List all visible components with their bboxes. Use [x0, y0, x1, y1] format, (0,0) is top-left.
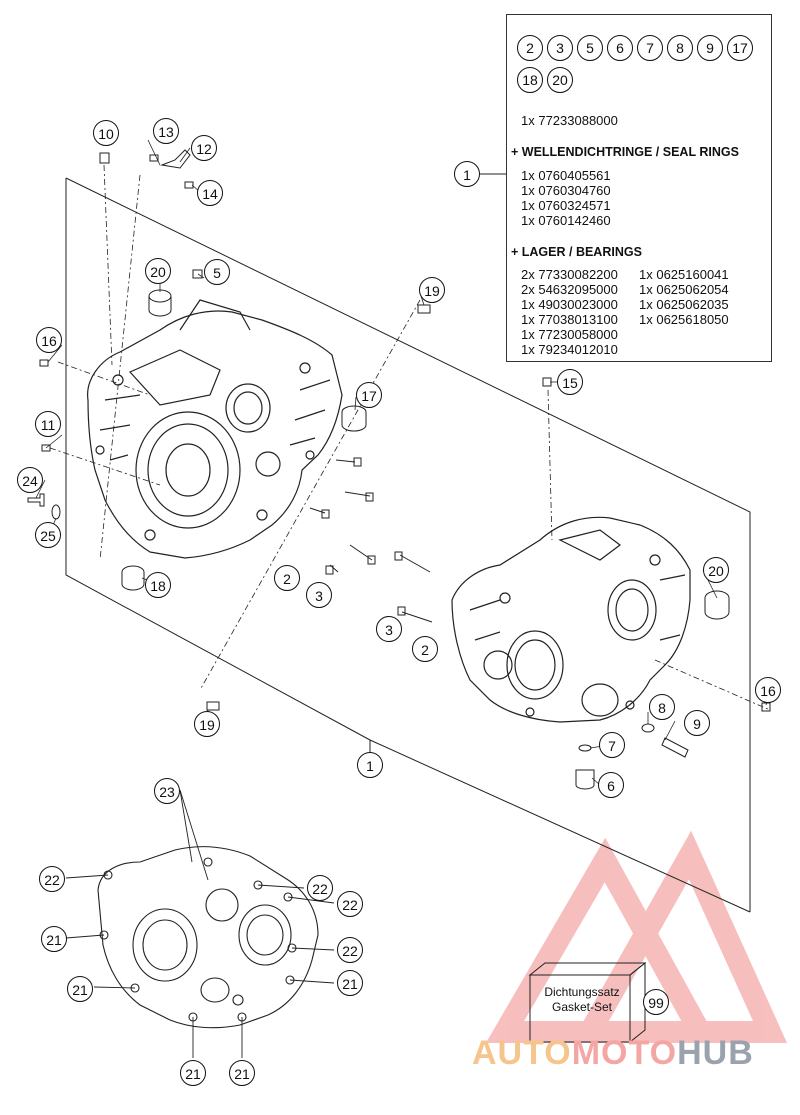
callout-11: 11 — [35, 411, 61, 437]
callout-22: 22 — [337, 891, 363, 917]
callout-7: 7 — [599, 732, 625, 758]
bearing-line: 1x 0625062054 — [639, 282, 729, 297]
bearings-heading: + LAGER / BEARINGS — [511, 245, 642, 259]
callout-21: 21 — [337, 970, 363, 996]
bearing-line: 2x 54632095000 — [521, 282, 618, 297]
callout-8: 8 — [649, 694, 675, 720]
gasket-set-label: Dichtungssatz Gasket-Set — [532, 985, 632, 1015]
callout-21: 21 — [41, 926, 67, 952]
callout-21: 21 — [180, 1060, 206, 1086]
callout-17: 17 — [356, 382, 382, 408]
kit-item-circle: 2 — [517, 35, 543, 61]
seal-rings-heading: + WELLENDICHTRINGE / SEAL RINGS — [511, 145, 739, 159]
gasket-label-de: Dichtungssatz — [544, 985, 620, 999]
callout-99: 99 — [643, 989, 669, 1015]
callout-6: 6 — [598, 772, 624, 798]
kit-item-circle: 8 — [667, 35, 693, 61]
small-parts — [27, 149, 771, 790]
kit-item-circle: 20 — [547, 67, 573, 93]
callout-20: 20 — [703, 557, 729, 583]
kit-item-circle: 5 — [577, 35, 603, 61]
callout-16: 16 — [36, 327, 62, 353]
watermark-hub: HUB — [677, 1034, 754, 1072]
watermark-text: AUTOMOTOHUB — [472, 1034, 754, 1073]
kit-item-circle: 3 — [547, 35, 573, 61]
callout-15: 15 — [557, 369, 583, 395]
seal-ring-line: 1x 0760405561 — [521, 168, 611, 183]
callout-25: 25 — [35, 522, 61, 548]
seal-ring-line: 1x 0760304760 — [521, 183, 611, 198]
bearing-line: 1x 49030023000 — [521, 297, 618, 312]
bearing-line: 1x 79234012010 — [521, 342, 618, 357]
callout-1: 1 — [357, 752, 383, 778]
kit-item-circle: 9 — [697, 35, 723, 61]
callout-14: 14 — [197, 180, 223, 206]
callout-21: 21 — [229, 1060, 255, 1086]
callout-2: 2 — [274, 565, 300, 591]
bearing-line: 1x 77038013100 — [521, 312, 618, 327]
bearing-line: 2x 77330082200 — [521, 267, 618, 282]
kit-item-circle: 18 — [517, 67, 543, 93]
callout-19: 19 — [419, 277, 445, 303]
reference-view-crankcase — [97, 846, 319, 1029]
assembly-outline — [65, 178, 371, 741]
kit-item-circle: 17 — [727, 35, 753, 61]
callout-10: 10 — [93, 120, 119, 146]
bearing-line: 1x 0625618050 — [639, 312, 729, 327]
bearing-line: 1x 0625160041 — [639, 267, 729, 282]
seal-ring-line: 1x 0760142460 — [521, 213, 611, 228]
callout-24: 24 — [17, 467, 43, 493]
callout-3: 3 — [306, 582, 332, 608]
callout-18: 18 — [145, 572, 171, 598]
callout-23: 23 — [154, 778, 180, 804]
callout-20: 20 — [145, 258, 171, 284]
seal-ring-line: 1x 0760324571 — [521, 198, 611, 213]
callout-5: 5 — [204, 259, 230, 285]
callout-22: 22 — [307, 875, 333, 901]
callout-2: 2 — [412, 636, 438, 662]
gasket-label-en: Gasket-Set — [551, 1000, 613, 1014]
watermark-moto: MOTO — [571, 1034, 678, 1072]
kit-item-circle: 6 — [607, 35, 633, 61]
gasket-set-box — [528, 961, 647, 1044]
bearing-line: 1x 77230058000 — [521, 327, 618, 342]
main-part-number: 1x 77233088000 — [521, 113, 618, 128]
callout-3: 3 — [376, 616, 402, 642]
right-crankcase-half — [451, 516, 691, 723]
callout-12: 12 — [191, 135, 217, 161]
kit-item-circle: 7 — [637, 35, 663, 61]
watermark-auto: AUTO — [472, 1034, 572, 1072]
callout-16: 16 — [755, 677, 781, 703]
callout-13: 13 — [153, 118, 179, 144]
callout-22: 22 — [337, 937, 363, 963]
callout-19: 19 — [194, 711, 220, 737]
callout-9: 9 — [684, 710, 710, 736]
bearing-line: 1x 0625062035 — [639, 297, 729, 312]
callout-22: 22 — [39, 866, 65, 892]
callout-1: 1 — [454, 161, 480, 187]
callout-21: 21 — [67, 976, 93, 1002]
left-crankcase-half — [87, 299, 343, 559]
